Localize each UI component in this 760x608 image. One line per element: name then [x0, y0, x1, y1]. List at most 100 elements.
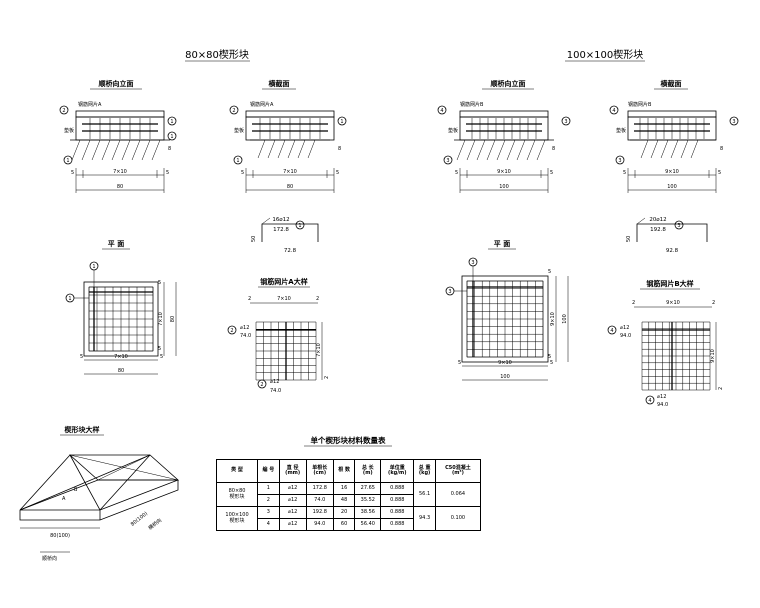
svg-text:钢筋网片A大样: 钢筋网片A大样: [260, 277, 307, 286]
th-dia: 直 径 (mm): [278, 459, 307, 483]
svg-text:80: 80: [118, 368, 124, 374]
table-title: 单个楔形块材料数量表: [311, 435, 386, 445]
svg-text:顺桥向立面: 顺桥向立面: [491, 79, 526, 88]
svg-text:5: 5: [166, 170, 169, 176]
svg-text:80: 80: [117, 184, 123, 190]
svg-text:顺桥向: 顺桥向: [42, 555, 57, 562]
svg-text:2: 2: [316, 296, 319, 302]
svg-text:9×10: 9×10: [710, 349, 716, 363]
svg-text:7×10: 7×10: [158, 312, 164, 326]
svg-text:2: 2: [260, 382, 263, 388]
svg-text:1: 1: [170, 134, 173, 140]
svg-text:100: 100: [499, 184, 509, 190]
th-concrete: C50混凝土 (m³): [434, 459, 482, 483]
elevation-a-title: 顺桥向立面: [99, 79, 134, 88]
bar-shape-3: 20⌀12 192.8 3 50 92.8: [626, 217, 708, 254]
svg-text:5: 5: [455, 170, 458, 176]
svg-text:74.0: 74.0: [240, 333, 251, 339]
svg-text:192.8: 192.8: [650, 227, 666, 233]
svg-text:钢筋网片B大样: 钢筋网片B大样: [646, 279, 693, 288]
svg-text:平 面: 平 面: [494, 240, 510, 248]
plan-b: 平 面 3 3 9×10 5 5 100 9×10 100 5 5: [445, 240, 569, 381]
svg-text:5: 5: [548, 269, 551, 275]
svg-text:16⌀12: 16⌀12: [272, 217, 289, 223]
bar-shape-1: 16⌀12 172.8 1 50 72.8: [251, 217, 319, 254]
mesh-a-tag: 钢筋网片A: [78, 101, 102, 108]
svg-text:平 面: 平 面: [108, 240, 124, 248]
svg-text:⌀12: ⌀12: [657, 394, 666, 400]
svg-text:5: 5: [71, 170, 74, 176]
svg-text:垫板: 垫板: [448, 127, 458, 134]
th-len: 单根长 (cm): [305, 459, 334, 483]
svg-text:8: 8: [168, 146, 171, 152]
svg-text:5: 5: [158, 346, 161, 352]
svg-text:50: 50: [626, 236, 632, 242]
svg-text:4: 4: [440, 108, 443, 114]
svg-text:5: 5: [160, 354, 163, 360]
svg-text:2: 2: [712, 300, 715, 306]
svg-text:5: 5: [336, 170, 339, 176]
th-type: 类 型: [215, 459, 259, 483]
svg-text:20⌀12: 20⌀12: [649, 217, 666, 223]
svg-text:⌀12: ⌀12: [270, 379, 279, 385]
svg-text:钢筋网片B: 钢筋网片B: [628, 101, 652, 108]
svg-text:80(100): 80(100): [130, 511, 149, 528]
left-section-title: 80×80楔形块: [185, 49, 249, 61]
svg-text:5: 5: [718, 170, 721, 176]
svg-text:100: 100: [500, 374, 510, 380]
svg-text:1: 1: [170, 119, 173, 125]
svg-text:80(100): 80(100): [50, 533, 70, 539]
svg-text:5: 5: [623, 170, 626, 176]
elevation-a-bars: [89, 118, 151, 139]
svg-text:3: 3: [732, 119, 735, 125]
svg-text:9×10: 9×10: [498, 360, 512, 366]
svg-text:垫板: 垫板: [616, 127, 626, 134]
cross-a-title: 横截面: [269, 79, 290, 88]
svg-text:2: 2: [324, 376, 330, 379]
plan-a: 平 面 1 1 7×10 5 5 80 7×10 80 5 5: [65, 240, 177, 375]
svg-text:8: 8: [720, 146, 723, 152]
th-unit: 单位重 (kg/m): [380, 459, 415, 483]
svg-text:7×10: 7×10: [113, 169, 127, 175]
svg-text:9×10: 9×10: [665, 169, 679, 175]
mesh-b-grid: [641, 321, 711, 391]
svg-text:3: 3: [677, 223, 680, 229]
right-section-title: 100×100楔形块: [567, 49, 644, 61]
svg-text:2: 2: [232, 108, 235, 114]
plan-b-grid: [466, 280, 544, 358]
svg-text:9×10: 9×10: [550, 312, 556, 326]
svg-text:⌀12: ⌀12: [620, 325, 629, 331]
svg-text:2: 2: [632, 300, 635, 306]
svg-text:9×10: 9×10: [497, 169, 511, 175]
svg-text:5: 5: [241, 170, 244, 176]
svg-text:3: 3: [471, 260, 474, 266]
svg-text:2: 2: [718, 387, 724, 390]
svg-text:2: 2: [62, 108, 65, 114]
svg-text:172.8: 172.8: [273, 227, 289, 233]
svg-text:7×10: 7×10: [277, 296, 291, 302]
svg-text:5: 5: [80, 354, 83, 360]
svg-text:7×10: 7×10: [316, 343, 322, 357]
material-quantity-table: 类 型 编 号 直 径 (mm) 单根长 (cm) 根 数 总 长 (m) 单位…: [215, 459, 482, 531]
svg-text:钢筋网片A: 钢筋网片A: [250, 101, 274, 108]
svg-text:1: 1: [340, 119, 343, 125]
svg-text:80: 80: [287, 184, 293, 190]
svg-text:3: 3: [564, 119, 567, 125]
svg-text:横截面: 横截面: [661, 79, 682, 88]
svg-text:B: B: [74, 487, 78, 493]
svg-text:8: 8: [552, 146, 555, 152]
svg-text:2: 2: [230, 328, 233, 334]
pad-label-a: 垫板: [64, 127, 74, 134]
svg-text:4: 4: [612, 108, 615, 114]
svg-text:横桥向: 横桥向: [147, 517, 163, 532]
elevation-a: 顺桥向立面 钢筋网片A 垫板 2 1 1 1: [59, 79, 177, 193]
svg-text:5: 5: [550, 360, 553, 366]
mesh-b-detail: 钢筋网片B大样 2 9×10 2 4 ⌀12 94.0 4 ⌀12 94.0 9…: [607, 279, 724, 408]
svg-text:钢筋网片B: 钢筋网片B: [460, 101, 484, 108]
svg-text:1: 1: [68, 296, 71, 302]
svg-text:1: 1: [92, 264, 95, 270]
